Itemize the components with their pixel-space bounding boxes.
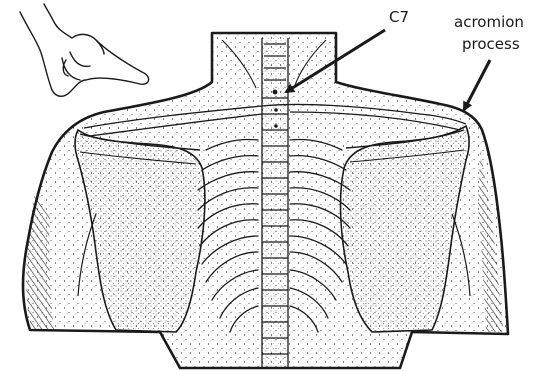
c7-label: C7 [389, 9, 409, 26]
acromion-label-line1: acromion [454, 14, 524, 31]
spinal-column [262, 36, 288, 370]
acromion-label-line2: process [462, 36, 520, 53]
pointing-hand-icon [20, 4, 149, 96]
acromion-arrow [464, 60, 490, 110]
